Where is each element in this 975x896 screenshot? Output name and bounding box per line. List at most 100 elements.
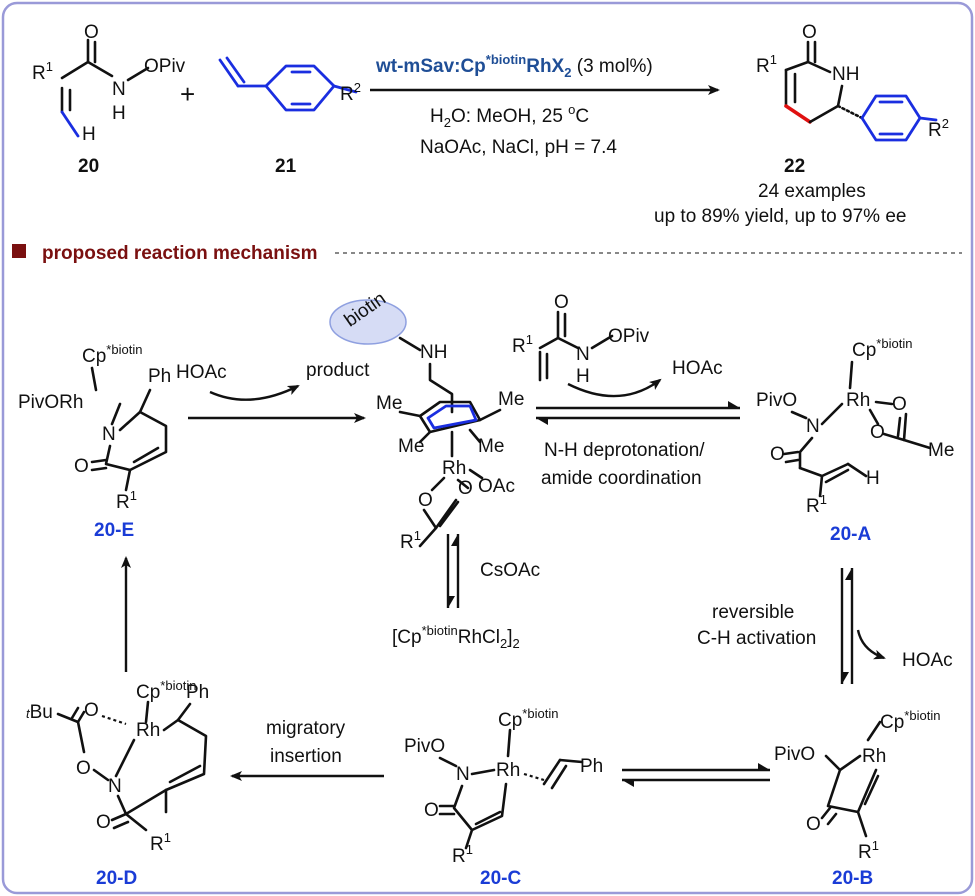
int-C-n: N xyxy=(456,764,470,785)
reactant-21-styrene: R2 21 xyxy=(218,56,361,177)
int-D-o-2: O xyxy=(76,758,91,779)
catalyst-me-2: Me xyxy=(498,389,524,410)
step-5-text-1: migratory xyxy=(266,718,346,739)
intermediate-20-A: Cp*biotin PivO N Rh O O Me O R1 H 20-A xyxy=(756,336,954,545)
int-A-n: N xyxy=(806,416,820,437)
int-B-rh: Rh xyxy=(862,746,886,767)
product-r1: R1 xyxy=(756,52,777,77)
reactant-21-r2: R2 xyxy=(340,80,361,105)
catalyst-nh: NH xyxy=(420,342,447,363)
int-E-o: O xyxy=(74,456,89,477)
step-1-curved-arrow xyxy=(209,384,300,401)
int-A-o-3: O xyxy=(770,444,785,465)
substrate-20: R1 O N H OPiv xyxy=(512,292,650,387)
int-D-n: N xyxy=(108,776,122,797)
int-A-o-2: O xyxy=(870,422,885,443)
product-nh: NH xyxy=(832,64,859,85)
step-1-product: product xyxy=(306,360,370,381)
int-C-rh: Rh xyxy=(496,760,520,781)
int-D-rh: Rh xyxy=(136,720,160,741)
int-A-me: Me xyxy=(928,440,954,461)
int-A-r1: R1 xyxy=(806,492,827,517)
substrate-n: N xyxy=(576,344,590,365)
conditions-solvent: H2O: MeOH, 25 oC xyxy=(430,102,589,130)
label-20-C: 20-C xyxy=(480,868,521,889)
reactant-20-r: R1 xyxy=(32,59,53,84)
label-20-D: 20-D xyxy=(96,868,137,889)
reactant-20: R1 O N H OPiv H 20 xyxy=(32,22,186,177)
mechanism-header: proposed reaction mechanism xyxy=(42,243,318,264)
product-22: R1 O NH R2 22 xyxy=(756,22,949,177)
catalyst-o-1: O xyxy=(418,490,433,511)
results-examples: 24 examples xyxy=(758,181,866,202)
reactant-20-opiv: OPiv xyxy=(144,56,186,77)
int-B-r1: R1 xyxy=(858,838,879,863)
int-D-o-3: O xyxy=(96,812,111,833)
product-r2: R2 xyxy=(928,116,949,141)
intermediate-20-B: Cp*biotin PivO Rh O R1 20-B xyxy=(774,708,940,889)
int-B-cp: Cp*biotin xyxy=(880,708,940,733)
substrate-h: H xyxy=(576,366,590,387)
int-D-r1: R1 xyxy=(150,830,171,855)
rh-dimer-precursor: [Cp*biotinRhCl2]2 xyxy=(392,623,520,651)
int-A-pivo: PivO xyxy=(756,390,797,411)
int-E-r1: R1 xyxy=(116,488,137,513)
int-C-cp: Cp*biotin xyxy=(498,706,558,731)
step-2-hoac: HOAc xyxy=(672,358,723,379)
int-A-h: H xyxy=(866,468,880,489)
int-C-r1: R1 xyxy=(452,842,473,867)
step-4-hoac: HOAc xyxy=(902,650,953,671)
results-yield-ee: up to 89% yield, up to 97% ee xyxy=(654,206,906,227)
intermediate-20-E: Cp*biotin PivORh Ph N O R1 20-E xyxy=(18,342,171,541)
intermediate-20-C: Cp*biotin PivO N Rh Ph O R1 20-C xyxy=(404,706,603,889)
step-2-text-2: amide coordination xyxy=(541,468,702,489)
int-C-o: O xyxy=(424,800,439,821)
reactant-20-vinyl-h: H xyxy=(82,124,96,145)
label-20-A: 20-A xyxy=(830,524,871,545)
int-D-cp: Cp*biotin xyxy=(136,678,196,703)
int-E-pivorh: PivORh xyxy=(18,392,83,413)
active-catalyst: biotin NH Me Me Me Me Rh O O OAc R1 xyxy=(329,288,524,553)
step-4-curved-arrow xyxy=(856,629,886,660)
label-20-E: 20-E xyxy=(94,520,134,541)
catalyst-rh: Rh xyxy=(442,458,466,479)
int-A-o-1: O xyxy=(892,394,907,415)
int-B-pivo: PivO xyxy=(774,744,815,765)
int-B-o: O xyxy=(806,814,821,835)
intermediate-20-D: Cp*biotin tBu O Rh O N Ph O R1 20-D xyxy=(26,678,209,889)
catalyst-label: wt-mSav:Cp*biotinRhX2 (3 mol%) xyxy=(375,52,653,80)
int-D-tbu: tBu xyxy=(26,702,53,723)
int-C-ph: Ph xyxy=(580,756,603,777)
label-21: 21 xyxy=(275,156,297,177)
header-square-icon xyxy=(12,244,26,258)
substrate-r1: R1 xyxy=(512,332,533,357)
catalyst-o-2: O xyxy=(458,478,473,499)
plus-sign: + xyxy=(180,79,195,109)
step-4-text-2: C-H activation xyxy=(697,628,816,649)
label-22: 22 xyxy=(784,156,805,177)
label-20-B: 20-B xyxy=(832,868,873,889)
reactant-20-nh: H xyxy=(112,103,126,124)
product-o: O xyxy=(802,22,817,43)
step-5-text-2: insertion xyxy=(270,746,342,767)
catalyst-r1: R1 xyxy=(400,528,421,553)
int-E-cp: Cp*biotin xyxy=(82,342,142,367)
conditions-additives: NaOAc, NaCl, pH = 7.4 xyxy=(420,137,617,158)
reactant-20-n: N xyxy=(112,79,126,100)
catalyst-me-1: Me xyxy=(376,393,402,414)
int-D-o-1: O xyxy=(84,700,99,721)
step-2-text-1: N-H deprotonation/ xyxy=(544,440,705,461)
substrate-opiv: OPiv xyxy=(608,326,650,347)
biotin-ellipse xyxy=(329,299,407,345)
step-1-hoac: HOAc xyxy=(176,362,227,383)
step-2-curved-arrow xyxy=(567,378,662,398)
catalyst-oac: OAc xyxy=(478,476,515,497)
int-E-ph: Ph xyxy=(148,366,171,387)
catalyst-me-3: Me xyxy=(398,436,424,457)
int-C-pivo: PivO xyxy=(404,736,445,757)
catalyst-me-4: Me xyxy=(478,436,504,457)
int-A-rh: Rh xyxy=(846,390,870,411)
